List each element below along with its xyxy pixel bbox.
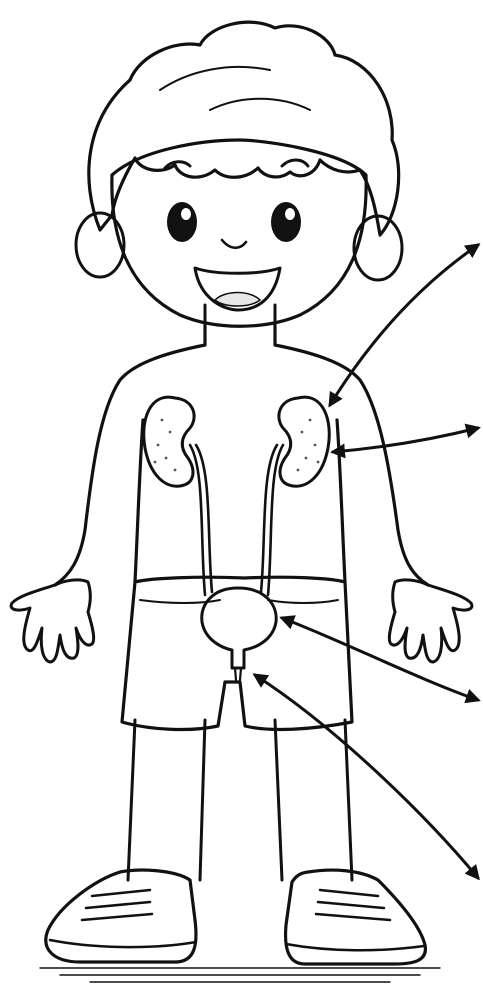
- urethra: [235, 668, 241, 680]
- right-hand: [389, 580, 472, 662]
- shorts: [122, 577, 352, 729]
- right-shoe: [286, 870, 426, 964]
- tongue: [215, 293, 260, 307]
- bladder: [202, 588, 276, 668]
- hair-strand-2: [210, 99, 310, 110]
- left-kidney: [144, 397, 194, 486]
- right-eyebrow: [282, 160, 308, 166]
- teeth: [205, 276, 270, 287]
- urinary-system: [144, 397, 330, 680]
- pointer-kidney-lower: [333, 428, 478, 452]
- pointer-kidney-upper: [330, 245, 478, 405]
- pointer-bladder: [282, 618, 478, 700]
- left-eye: [167, 202, 197, 242]
- pointer-arrows: [255, 245, 478, 878]
- left-ear: [76, 213, 124, 277]
- right-kidney: [279, 397, 329, 486]
- left-eye-shine: [181, 208, 191, 220]
- legs: [128, 720, 352, 880]
- torso: [55, 325, 428, 585]
- left-shoe: [46, 870, 196, 962]
- pointer-urethra: [255, 675, 478, 878]
- head: [76, 22, 402, 326]
- hair: [89, 22, 399, 235]
- right-eye-shine: [285, 208, 295, 220]
- nose: [222, 240, 246, 248]
- left-hand: [11, 580, 94, 662]
- ground-lines: [40, 968, 440, 982]
- shorts-pocket-right: [268, 600, 338, 603]
- right-eye: [271, 202, 301, 242]
- kidney-texture: [154, 419, 320, 472]
- hair-strand: [160, 67, 270, 90]
